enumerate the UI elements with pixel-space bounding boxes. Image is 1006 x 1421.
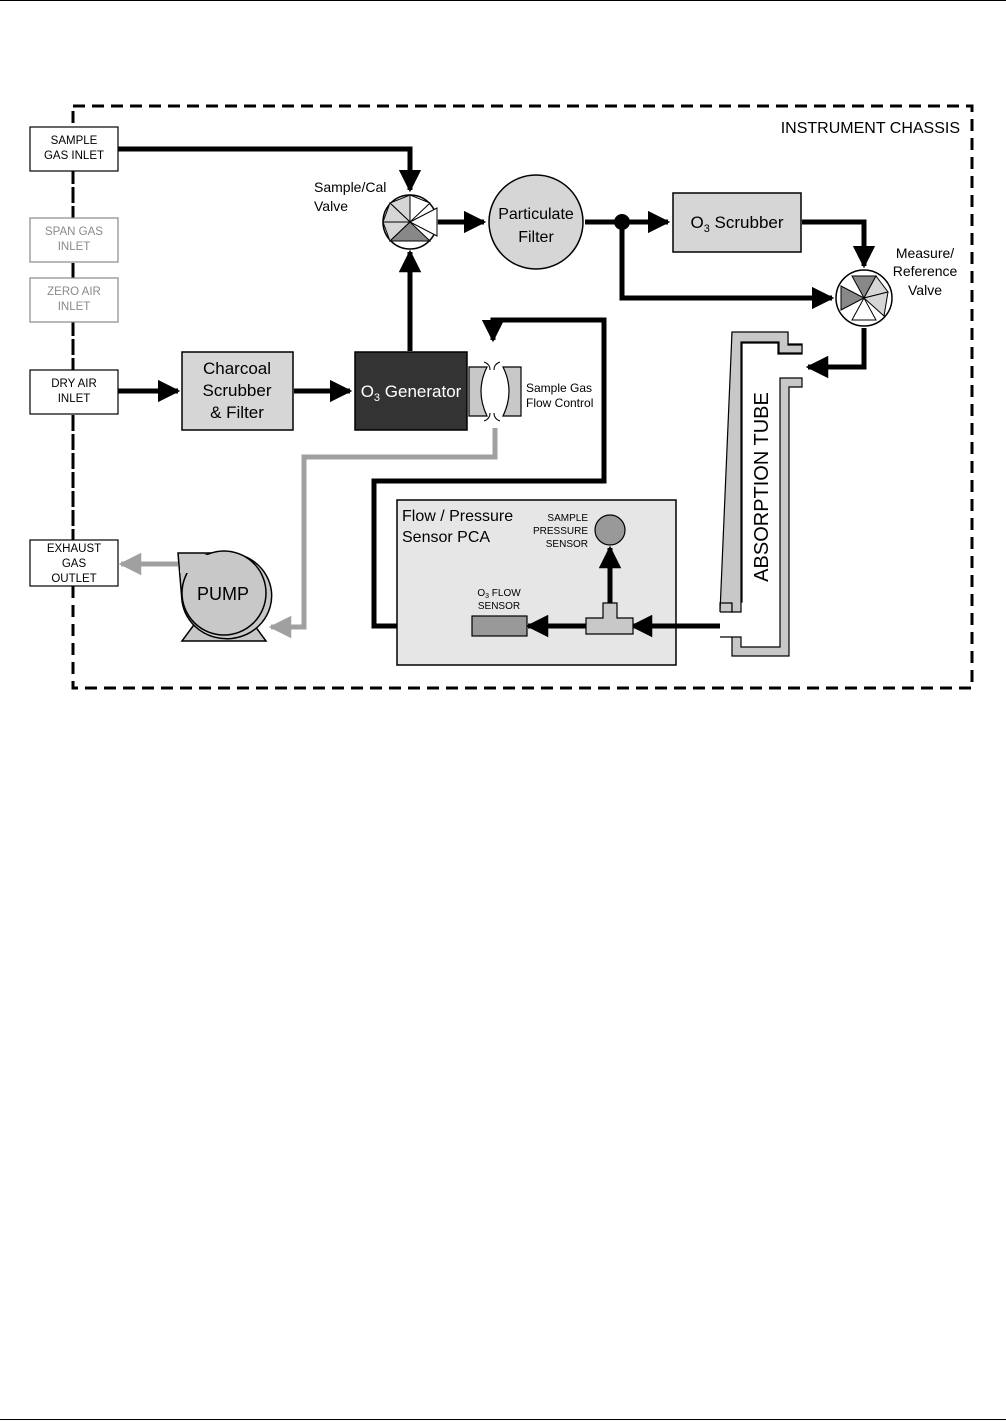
flow-pressure-pca-label-1: Flow / Pressure bbox=[402, 508, 513, 525]
o3-scrubber-label-suffix: Scrubber bbox=[710, 213, 784, 232]
instrument-chassis-label: INSTRUMENT CHASSIS bbox=[781, 120, 960, 137]
o3-generator-label-sub: 3 bbox=[374, 392, 380, 404]
dry-air-inlet-label-1: DRY AIR bbox=[51, 378, 97, 390]
pressure-tee-fitting bbox=[585, 602, 634, 635]
o3-flow-sensor-label-suffix: FLOW bbox=[489, 588, 521, 599]
particulate-filter-label-1: Particulate bbox=[498, 206, 574, 223]
bottom-page-rule bbox=[0, 1419, 1006, 1420]
sample-cal-valve-label-2: Valve bbox=[314, 198, 348, 214]
span-gas-inlet-box bbox=[29, 217, 119, 263]
o3-scrubber-label: O3 Scrubber bbox=[690, 213, 783, 235]
o3-scrubber-label-prefix: O bbox=[690, 213, 703, 232]
sample-gas-inlet-label-1: SAMPLE bbox=[51, 135, 98, 147]
sample-gas-flow-control bbox=[468, 361, 522, 422]
flow-pressure-pca-label-2: Sensor PCA bbox=[402, 529, 490, 546]
sample-gas-inlet-label-2: GAS INLET bbox=[44, 150, 104, 162]
sample-pressure-sensor bbox=[594, 514, 626, 546]
particulate-filter bbox=[488, 174, 584, 270]
pump-label: PUMP bbox=[197, 584, 249, 604]
o3-flow-sensor-label-sub: 3 bbox=[485, 593, 489, 600]
o3-flow-sensor-label-prefix: O bbox=[477, 588, 485, 599]
o3-scrubber-box bbox=[672, 192, 802, 253]
pump bbox=[177, 550, 273, 642]
charcoal-scrubber-box bbox=[181, 351, 294, 431]
charcoal-scrubber-label-3: & Filter bbox=[210, 403, 264, 422]
exhaust-gas-outlet-label-2: GAS bbox=[62, 558, 87, 570]
measure-ref-valve-label-3: Valve bbox=[908, 282, 942, 298]
o3-generator-label-suffix: Generator bbox=[380, 382, 462, 401]
flow-line-sensor-return bbox=[371, 317, 607, 629]
particulate-filter-label-2: Filter bbox=[518, 229, 554, 246]
zero-air-inlet-box bbox=[29, 277, 119, 323]
sample-cal-valve-label-1: Sample/Cal bbox=[314, 179, 386, 195]
sample-pressure-sensor-label-1: SAMPLE bbox=[547, 513, 588, 524]
sample-pressure-sensor-label-2: PRESSURE bbox=[533, 526, 588, 537]
measure-reference-valve bbox=[835, 269, 893, 327]
sample-cal-valve bbox=[382, 194, 438, 250]
zero-air-inlet-label-1: ZERO AIR bbox=[47, 286, 101, 298]
o3-scrubber-label-sub: 3 bbox=[704, 223, 710, 235]
charcoal-scrubber-label-1: Charcoal bbox=[203, 359, 271, 378]
span-gas-inlet-label-1: SPAN GAS bbox=[45, 226, 103, 238]
flow-pressure-sensor-pca bbox=[396, 499, 677, 666]
exhaust-gas-outlet-label-1: EXHAUST bbox=[47, 543, 101, 555]
sample-gas-flow-control-label-2: Flow Control bbox=[526, 396, 593, 410]
dry-air-inlet-label-2: INLET bbox=[58, 393, 91, 405]
span-gas-inlet-label-2: INLET bbox=[58, 241, 91, 253]
exhaust-gas-outlet-label-3: OUTLET bbox=[51, 573, 96, 585]
flow-line-valve-to-tube bbox=[805, 328, 867, 379]
charcoal-scrubber-label-2: Scrubber bbox=[203, 381, 272, 400]
gas-flow-diagram: INSTRUMENT CHASSIS SAMPLE GAS INLET SPAN… bbox=[29, 104, 974, 690]
flow-line-to-pump bbox=[268, 428, 498, 639]
measure-ref-valve-label-1: Measure/ bbox=[896, 245, 954, 261]
flow-line-bypass bbox=[619, 222, 835, 310]
sample-gas-flow-control-label-1: Sample Gas bbox=[526, 381, 592, 395]
o3-generator-label: O3 Generator bbox=[361, 382, 462, 404]
sample-pressure-sensor-label-3: SENSOR bbox=[546, 539, 588, 550]
dry-air-inlet-box bbox=[29, 369, 119, 415]
o3-flow-sensor-label-1: O3 FLOW bbox=[477, 588, 521, 600]
top-page-rule bbox=[0, 0, 1006, 1]
o3-generator-box bbox=[354, 351, 468, 431]
absorption-tube-label: ABSORPTION TUBE bbox=[751, 392, 773, 582]
o3-flow-sensor bbox=[471, 615, 528, 637]
o3-generator-label-prefix: O bbox=[361, 382, 374, 401]
zero-air-inlet-label-2: INLET bbox=[58, 301, 91, 313]
o3-flow-sensor-label-2: SENSOR bbox=[478, 601, 520, 612]
measure-ref-valve-label-2: Reference bbox=[893, 263, 958, 279]
exhaust-gas-outlet-box bbox=[29, 539, 119, 587]
flow-line-sample-inlet bbox=[118, 146, 422, 193]
sample-gas-inlet-box bbox=[29, 126, 119, 172]
flow-line-scrubber-to-valve bbox=[802, 219, 876, 269]
flow-junction bbox=[614, 214, 630, 230]
absorption-tube bbox=[719, 331, 803, 657]
